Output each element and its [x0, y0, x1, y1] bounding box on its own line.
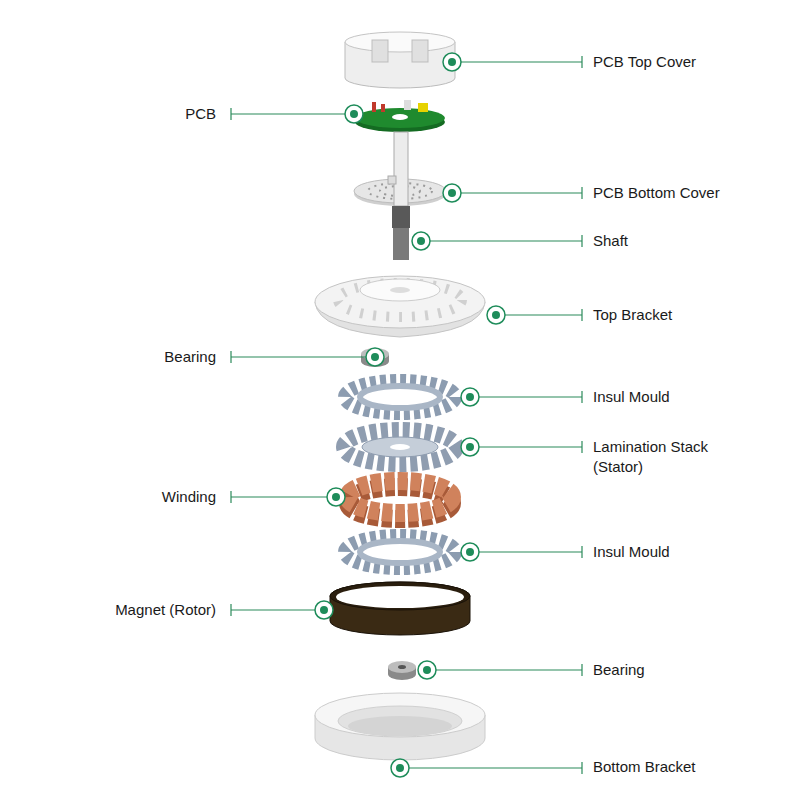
shaft	[388, 132, 410, 260]
part-label: PCB Top Cover	[593, 52, 696, 72]
part-label: Bottom Bracket	[593, 757, 696, 777]
leader-lines	[231, 56, 582, 774]
magnet-ring	[330, 582, 470, 635]
part-label: PCB	[185, 104, 216, 124]
part-label: Bearing	[164, 347, 216, 367]
bearing	[388, 661, 416, 680]
insulation-mould	[345, 536, 455, 568]
marker-dots	[315, 53, 505, 777]
part-label: Insul Mould	[593, 542, 670, 562]
part-label: Shaft	[593, 231, 628, 251]
part-label: Top Bracket	[593, 305, 672, 325]
pcb-top-cover	[345, 32, 455, 88]
winding	[348, 481, 452, 519]
bottom-bracket	[315, 693, 485, 760]
part-label: Insul Mould	[593, 387, 670, 407]
part-label: Bearing	[593, 660, 645, 680]
top-bracket	[315, 276, 485, 337]
lamination-stack	[344, 430, 456, 464]
insulation-mould	[345, 381, 455, 413]
part-label: Winding	[162, 487, 216, 507]
part-label: PCB Bottom Cover	[593, 183, 720, 203]
part-label: Magnet (Rotor)	[115, 600, 216, 620]
pcb-board	[355, 100, 445, 132]
part-label: Lamination Stack (Stator)	[593, 437, 728, 477]
